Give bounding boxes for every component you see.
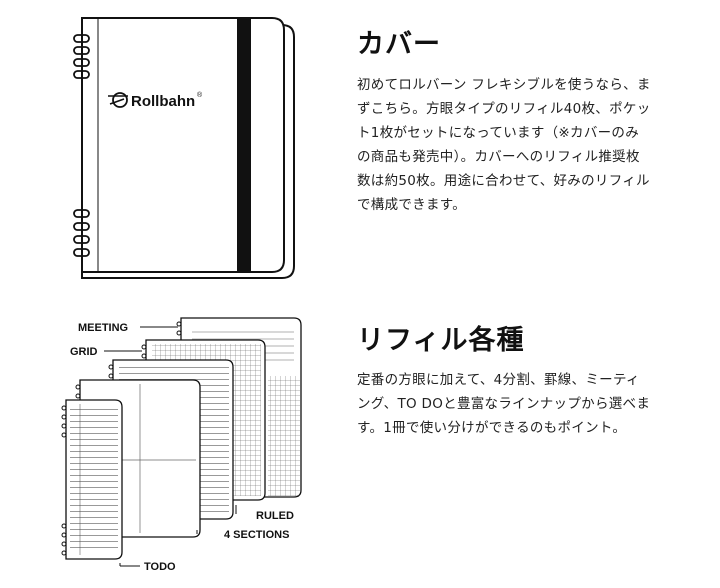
cover-section: Rollbahn ® カバー 初めてロルバーン フレキシブルを使うなら、ま ずこ… — [0, 0, 720, 290]
refill-line: 定番の方眼に加えて、4分割、罫線、ミーティ — [357, 372, 640, 388]
elastic-band — [237, 17, 251, 273]
label-4-sections: 4 SECTIONS — [224, 529, 289, 541]
cover-line: ト1枚がセットになっています（※カバーのみ — [357, 125, 640, 141]
refill-line: す。1冊で使い分けができるのもポイント。 — [357, 420, 627, 436]
brand-name: Rollbahn — [131, 93, 195, 110]
cover-heading: カバー — [357, 29, 441, 60]
label-todo: TODO — [144, 561, 176, 573]
cover-line: で構成できます。 — [357, 197, 467, 213]
cover-line: ずこちら。方眼タイプのリフィル40枚、ポケッ — [357, 101, 651, 117]
label-grid: GRID — [70, 346, 98, 358]
spiral-rings-bottom — [73, 209, 90, 257]
brand-registered-mark: ® — [197, 91, 203, 99]
cover-front — [81, 17, 285, 273]
refill-description: 定番の方眼に加えて、4分割、罫線、ミーティ ング、TO DOと豊富なラインナップ… — [357, 368, 650, 440]
refill-section: MEETING GRID RULED 4 SECTIONS TODO リフィル各… — [0, 290, 720, 588]
rollbahn-logo: Rollbahn ® — [108, 91, 203, 110]
label-ruled: RULED — [256, 510, 294, 522]
refill-todo-sheet — [61, 399, 123, 560]
label-meeting: MEETING — [78, 322, 128, 334]
cover-notebook-illustration: Rollbahn ® — [73, 17, 295, 279]
cover-line: 初めてロルバーン フレキシブルを使うなら、ま — [357, 77, 651, 93]
cover-description: 初めてロルバーン フレキシブルを使うなら、ま ずこちら。方眼タイプのリフィル40… — [357, 73, 651, 217]
spiral-rings-top — [73, 34, 90, 79]
refill-heading: リフィル各種 — [357, 325, 525, 356]
label-leader-lines — [104, 326, 237, 567]
cover-line: の商品も発売中）。カバーへのリフィル推奨枚 — [357, 149, 640, 165]
refill-line: ング、TO DOと豊富なラインナップから選べま — [357, 396, 651, 412]
cover-line: 数は約50枚。用途に合わせて、好みのリフィル — [357, 173, 650, 189]
refill-stack-illustration: MEETING GRID RULED 4 SECTIONS TODO — [61, 317, 302, 573]
